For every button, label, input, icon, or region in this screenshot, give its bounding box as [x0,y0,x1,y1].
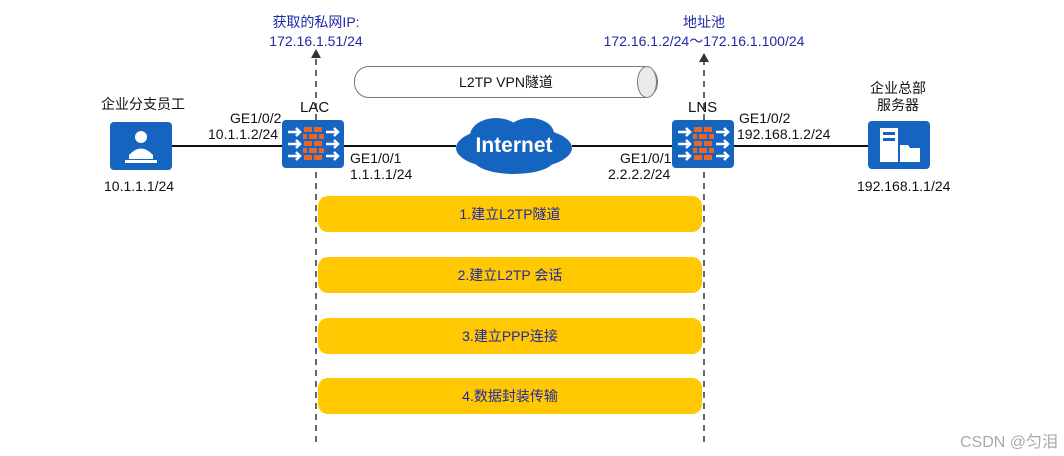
watermark: CSDN @匀泪 [959,434,1058,451]
step-4-bar: 4.数据封装传输 [318,378,702,414]
server-title-line1: 企业总部 [870,80,926,96]
server-title-line2: 服务器 [877,97,919,113]
tunnel-label: L2TP VPN隧道 [459,74,553,90]
lac-private-ip: 172.16.1.51/24 [269,33,363,49]
step-2-label: 2.建立L2TP 会话 [457,267,563,283]
step-3-bar: 3.建立PPP连接 [318,318,702,354]
lns-port-left: GE1/0/1 [620,150,672,166]
lac-firewall-icon [282,120,344,168]
step-2-bar: 2.建立L2TP 会话 [318,257,702,293]
server-icon [868,121,930,169]
employee-title: 企业分支员工 [101,96,185,112]
l2tp-vpn-tunnel: L2TP VPN隧道 [354,66,658,98]
lac-port-right-ip: 1.1.1.1/24 [350,166,413,182]
step-1-label: 1.建立L2TP隧道 [459,206,561,222]
lns-arrow-head [699,53,709,62]
employee-pc-icon [110,122,172,170]
lac-port-right: GE1/0/1 [350,150,402,166]
internet-label: Internet [475,134,553,157]
lac-private-ip-label: 获取的私网IP: [272,14,360,30]
lns-name: LNS [688,99,718,116]
tunnel-end-cap [637,66,657,98]
employee-ip: 10.1.1.1/24 [104,178,175,194]
step-4-label: 4.数据封装传输 [462,388,558,404]
server-ip: 192.168.1.1/24 [857,178,951,194]
lac-port-left: GE1/0/2 [230,110,282,126]
lac-name: LAC [300,99,330,116]
lns-pool-label: 地址池 [683,14,725,30]
lns-port-left-ip: 2.2.2.2/24 [608,166,671,182]
lns-port-right-ip: 192.168.1.2/24 [737,126,831,142]
lns-pool-range: 172.16.1.2/24～172.16.1.100/24 [603,33,805,49]
lac-port-left-ip: 10.1.1.2/24 [208,126,279,142]
step-3-label: 3.建立PPP连接 [462,328,558,344]
step-1-bar: 1.建立L2TP隧道 [318,196,702,232]
lac-arrow-head [311,49,321,58]
lns-port-right: GE1/0/2 [739,110,791,126]
lns-firewall-icon [672,120,734,168]
internet-cloud-icon [456,118,572,174]
